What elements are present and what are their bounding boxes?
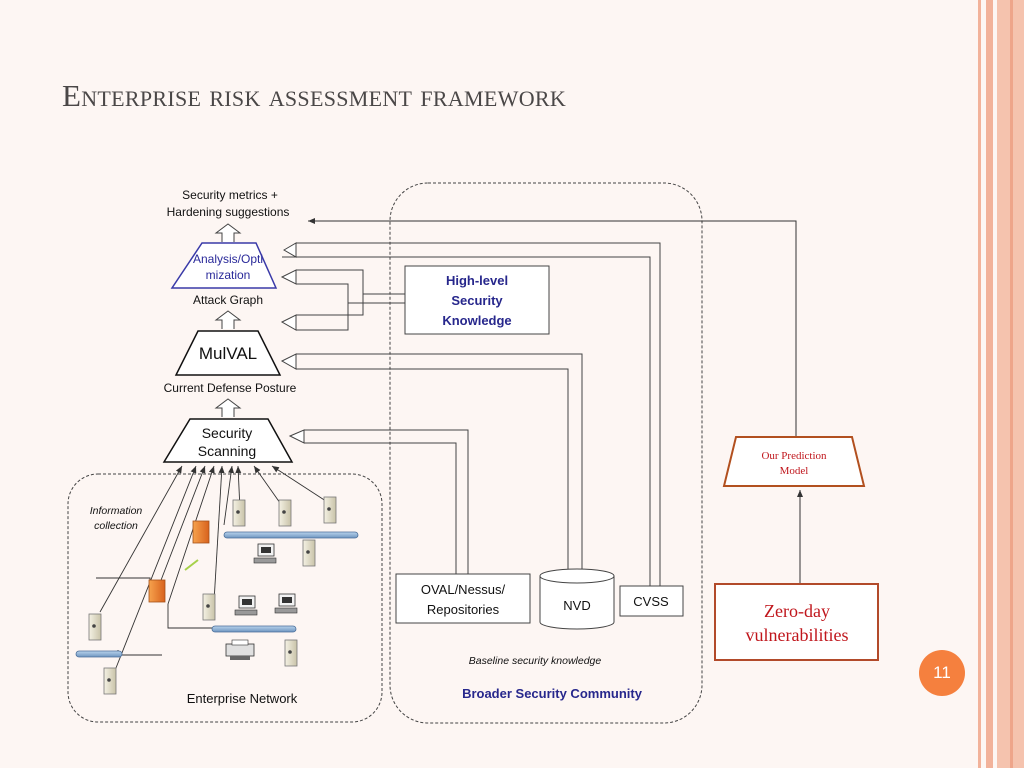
output-line2: Hardening suggestions <box>167 205 290 219</box>
defense-posture-label: Current Defense Posture <box>164 381 297 395</box>
high-level-line2: Security <box>451 293 503 308</box>
server-icon <box>202 593 216 621</box>
output-line1: Security metrics + <box>182 188 278 202</box>
server-icon <box>278 499 292 527</box>
mulval-shape <box>174 330 282 376</box>
server-icon <box>302 539 316 567</box>
attack-graph-label: Attack Graph <box>193 293 263 307</box>
network-hub-top <box>223 531 359 539</box>
info-line1: Information <box>90 505 143 517</box>
zeroday-line2: vulnerabilities <box>746 625 849 645</box>
oval-nessus-box <box>395 573 531 624</box>
connector-lines <box>280 242 661 586</box>
scanning-line1: Security <box>202 425 253 441</box>
high-level-line1: High-level <box>446 273 508 288</box>
hollow-up-arrow-1 <box>214 223 242 242</box>
feedback-arrow <box>308 218 797 437</box>
oval-line1: OVAL/Nessus/ <box>421 582 506 597</box>
firewall-icon <box>148 579 166 603</box>
broader-community-region <box>389 182 703 724</box>
firewall-icon <box>192 520 210 544</box>
server-icon <box>232 499 246 527</box>
slide-title: Enterprise risk assessment framework <box>62 78 567 113</box>
info-line2: collection <box>94 520 138 532</box>
broader-community-label: Broader Security Community <box>462 686 643 701</box>
workstation-icon <box>234 595 258 616</box>
prediction-line2: Model <box>780 465 809 477</box>
server-icon <box>103 667 117 695</box>
nvd-label: NVD <box>563 598 590 613</box>
enterprise-network-region <box>67 473 383 723</box>
baseline-label: Baseline security knowledge <box>469 655 602 667</box>
right-stripe-thin <box>978 0 981 768</box>
high-level-knowledge-box <box>404 265 550 335</box>
prediction-line1: Our Prediction <box>761 450 827 462</box>
nvd-database <box>539 568 615 630</box>
zeroday-box <box>714 583 879 661</box>
printer-icon <box>225 639 255 660</box>
prediction-model-shape <box>722 436 866 487</box>
analysis-line1: Analysis/Opti <box>193 252 263 266</box>
hollow-up-arrow-3 <box>214 398 242 417</box>
right-stripe-edge <box>1010 0 1013 768</box>
oval-line2: Repositories <box>427 602 500 617</box>
server-icon <box>88 613 102 641</box>
page-number-badge: 11 <box>919 650 965 696</box>
analysis-optimization-shape <box>170 242 278 289</box>
hollow-up-arrow-2 <box>214 310 242 329</box>
network-hub-middle <box>211 625 297 633</box>
server-icon <box>284 639 298 667</box>
high-level-line3: Knowledge <box>442 313 511 328</box>
analysis-line2: mization <box>206 268 251 282</box>
network-hub-left <box>75 650 123 658</box>
security-scanning-shape <box>162 418 294 463</box>
cvss-label: CVSS <box>633 594 669 609</box>
server-icon <box>323 496 337 524</box>
mulval-label: MulVAL <box>199 344 257 363</box>
workstation-icon <box>274 593 298 614</box>
right-stripe-wide <box>986 0 993 768</box>
workstation-icon <box>253 543 277 564</box>
enterprise-network-label: Enterprise Network <box>187 691 298 706</box>
cvss-box <box>619 585 684 617</box>
scanning-line2: Scanning <box>198 443 256 459</box>
zeroday-line1: Zero-day <box>764 601 830 621</box>
